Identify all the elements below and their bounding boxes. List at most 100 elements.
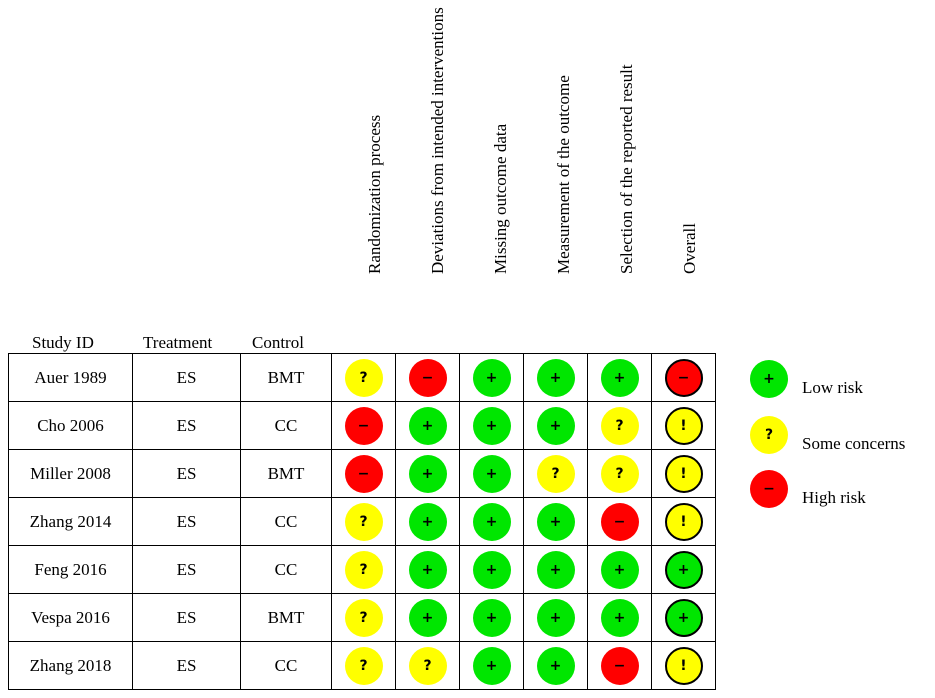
legend-item-low: + Low risk — [750, 360, 935, 404]
plus-icon: + — [536, 646, 575, 685]
risk-cell: + — [523, 545, 588, 594]
risk-cell: ? — [395, 641, 460, 690]
risk-cell: + — [459, 641, 524, 690]
plus-icon: + — [472, 550, 511, 589]
treatment-cell: ES — [132, 497, 241, 546]
risk-cell: − — [395, 353, 460, 402]
risk-cell: + — [395, 497, 460, 546]
risk-cell: + — [523, 593, 588, 642]
study-id-cell: Auer 1989 — [8, 353, 133, 402]
col-header-selection: Selection of the reported result — [597, 4, 657, 294]
plus-icon: + — [408, 454, 447, 493]
control-cell: BMT — [240, 449, 332, 498]
risk-cell: ! — [651, 449, 716, 498]
question-icon: ? — [344, 502, 383, 541]
plus-icon: + — [664, 550, 703, 589]
question-icon: ? — [600, 406, 639, 445]
col-header-randomization: Randomization process — [345, 4, 405, 294]
risk-cell: − — [651, 353, 716, 402]
col-header-text: Missing outcome data — [491, 123, 510, 274]
plus-icon: + — [408, 598, 447, 637]
study-id-cell: Cho 2006 — [8, 401, 133, 450]
legend-label: Low risk — [802, 378, 863, 397]
risk-cell: ? — [587, 449, 652, 498]
minus-icon: − — [750, 470, 788, 508]
minus-icon: − — [408, 358, 447, 397]
header-control: Control — [252, 333, 304, 352]
risk-cell: ? — [587, 401, 652, 450]
risk-cell: ? — [331, 497, 396, 546]
risk-cell: + — [523, 497, 588, 546]
minus-icon: − — [664, 358, 703, 397]
plus-icon: + — [472, 502, 511, 541]
control-cell: BMT — [240, 353, 332, 402]
question-icon: ? — [344, 646, 383, 685]
exclamation-icon: ! — [664, 502, 703, 541]
treatment-cell: ES — [132, 353, 241, 402]
plus-icon: + — [536, 550, 575, 589]
risk-cell: + — [395, 593, 460, 642]
exclamation-icon: ! — [664, 406, 703, 445]
header-treatment: Treatment — [143, 333, 213, 352]
minus-icon: − — [344, 406, 383, 445]
col-header-overall: Overall — [660, 4, 720, 294]
plus-icon: + — [750, 360, 788, 398]
minus-icon: − — [344, 454, 383, 493]
risk-cell: − — [587, 497, 652, 546]
plus-icon: + — [536, 358, 575, 397]
plus-icon: + — [536, 598, 575, 637]
risk-cell: + — [395, 401, 460, 450]
study-id-cell: Miller 2008 — [8, 449, 133, 498]
plus-icon: + — [472, 358, 511, 397]
risk-cell: ? — [331, 353, 396, 402]
risk-cell: + — [459, 593, 524, 642]
exclamation-icon: ! — [664, 454, 703, 493]
treatment-cell: ES — [132, 641, 241, 690]
plus-icon: + — [408, 502, 447, 541]
plus-icon: + — [408, 550, 447, 589]
control-cell: CC — [240, 641, 332, 690]
risk-cell: + — [587, 353, 652, 402]
risk-cell: + — [395, 545, 460, 594]
risk-cell: − — [331, 401, 396, 450]
treatment-cell: ES — [132, 593, 241, 642]
risk-cell: + — [459, 353, 524, 402]
plus-icon: + — [536, 502, 575, 541]
header-study-id: Study ID — [32, 333, 94, 352]
treatment-cell: ES — [132, 401, 241, 450]
legend-item-some: ? Some concerns — [750, 416, 935, 460]
col-header-measurement: Measurement of the outcome — [534, 4, 594, 294]
plus-icon: + — [600, 358, 639, 397]
question-icon: ? — [344, 598, 383, 637]
col-header-text: Deviations from intended interventions — [428, 7, 447, 274]
minus-icon: − — [600, 502, 639, 541]
risk-cell: + — [651, 593, 716, 642]
study-id-cell: Zhang 2014 — [8, 497, 133, 546]
question-icon: ? — [344, 358, 383, 397]
control-cell: CC — [240, 401, 332, 450]
treatment-cell: ES — [132, 545, 241, 594]
risk-cell: + — [523, 641, 588, 690]
plus-icon: + — [472, 646, 511, 685]
legend-label: High risk — [802, 488, 866, 507]
risk-cell: + — [587, 593, 652, 642]
plus-icon: + — [472, 454, 511, 493]
risk-cell: + — [587, 545, 652, 594]
col-header-missing-data: Missing outcome data — [471, 4, 531, 294]
treatment-cell: ES — [132, 449, 241, 498]
risk-cell: + — [459, 449, 524, 498]
legend-item-high: − High risk — [750, 470, 935, 514]
control-cell: CC — [240, 497, 332, 546]
risk-cell: ? — [523, 449, 588, 498]
exclamation-icon: ! — [664, 646, 703, 685]
study-id-cell: Feng 2016 — [8, 545, 133, 594]
question-icon: ? — [344, 550, 383, 589]
risk-cell: + — [523, 353, 588, 402]
legend-label: Some concerns — [802, 434, 906, 453]
control-cell: CC — [240, 545, 332, 594]
col-header-text: Selection of the reported result — [617, 64, 636, 274]
risk-cell: ! — [651, 497, 716, 546]
